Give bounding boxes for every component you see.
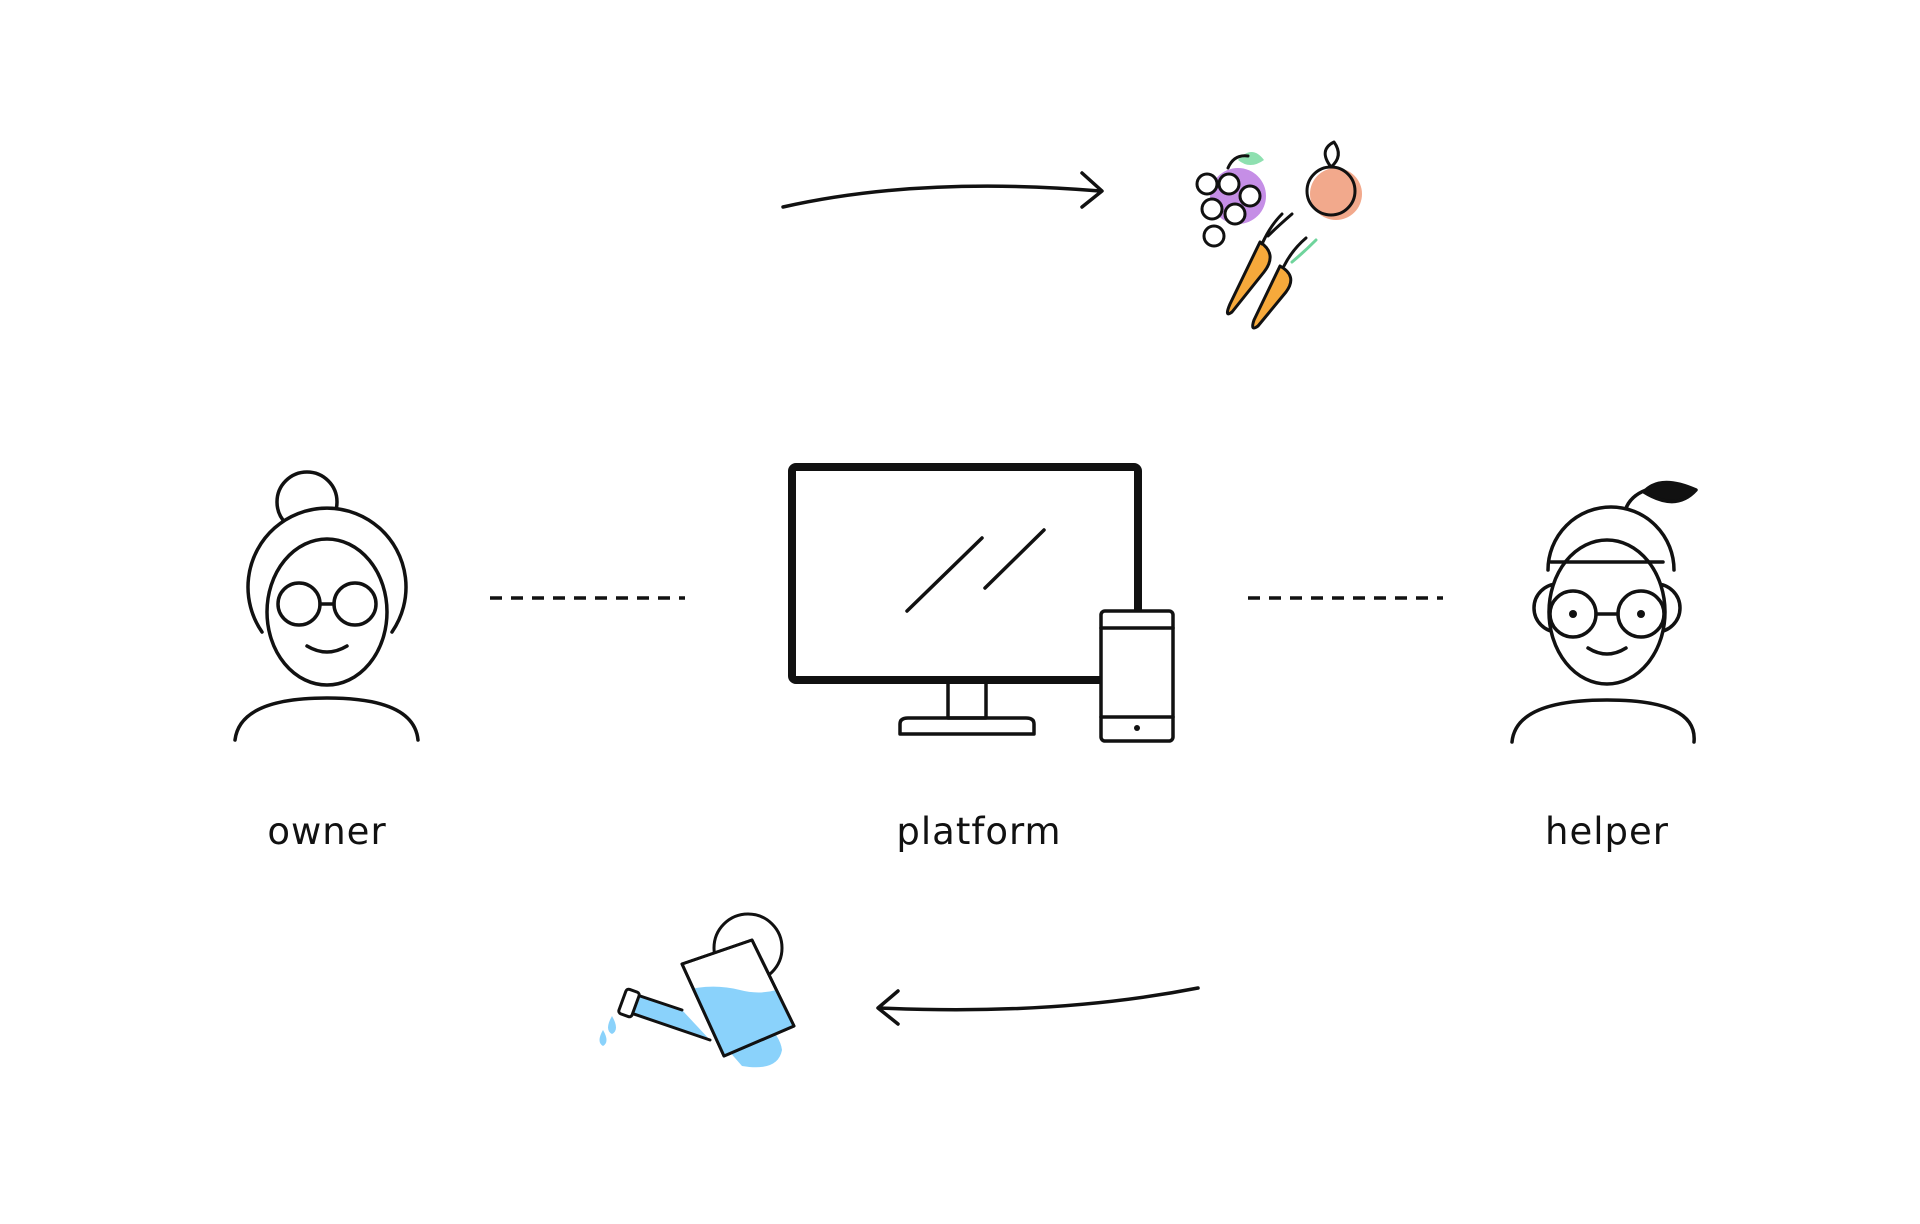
owner-label: owner [267, 810, 387, 853]
monitor-screen [788, 463, 1142, 684]
produce-icon [1195, 140, 1362, 330]
monitor-base [898, 716, 1036, 736]
helper-sprout-leaf [1642, 480, 1698, 504]
water-drop-1 [608, 1016, 616, 1034]
carrot-2 [1251, 264, 1293, 330]
owner-icon [233, 470, 420, 742]
helper-label: helper [1545, 810, 1669, 853]
platform-label: platform [896, 810, 1062, 853]
owner-smile [305, 644, 349, 654]
helper-shoulders [1510, 698, 1696, 744]
helper-smile [1586, 646, 1628, 656]
carrot-1 [1225, 240, 1272, 316]
grape-leaf [1238, 152, 1264, 165]
water-drop-2 [599, 1030, 607, 1046]
platform-icon [788, 463, 1175, 743]
arrow-to-produce [781, 171, 1104, 209]
owner-shoulders [233, 696, 420, 742]
owner-face [265, 537, 389, 687]
phone [1099, 609, 1175, 743]
helper-icon [1510, 480, 1698, 744]
arrow-to-watering [876, 986, 1200, 1026]
monitor-stand [946, 682, 988, 720]
watering-can-icon [599, 912, 796, 1068]
